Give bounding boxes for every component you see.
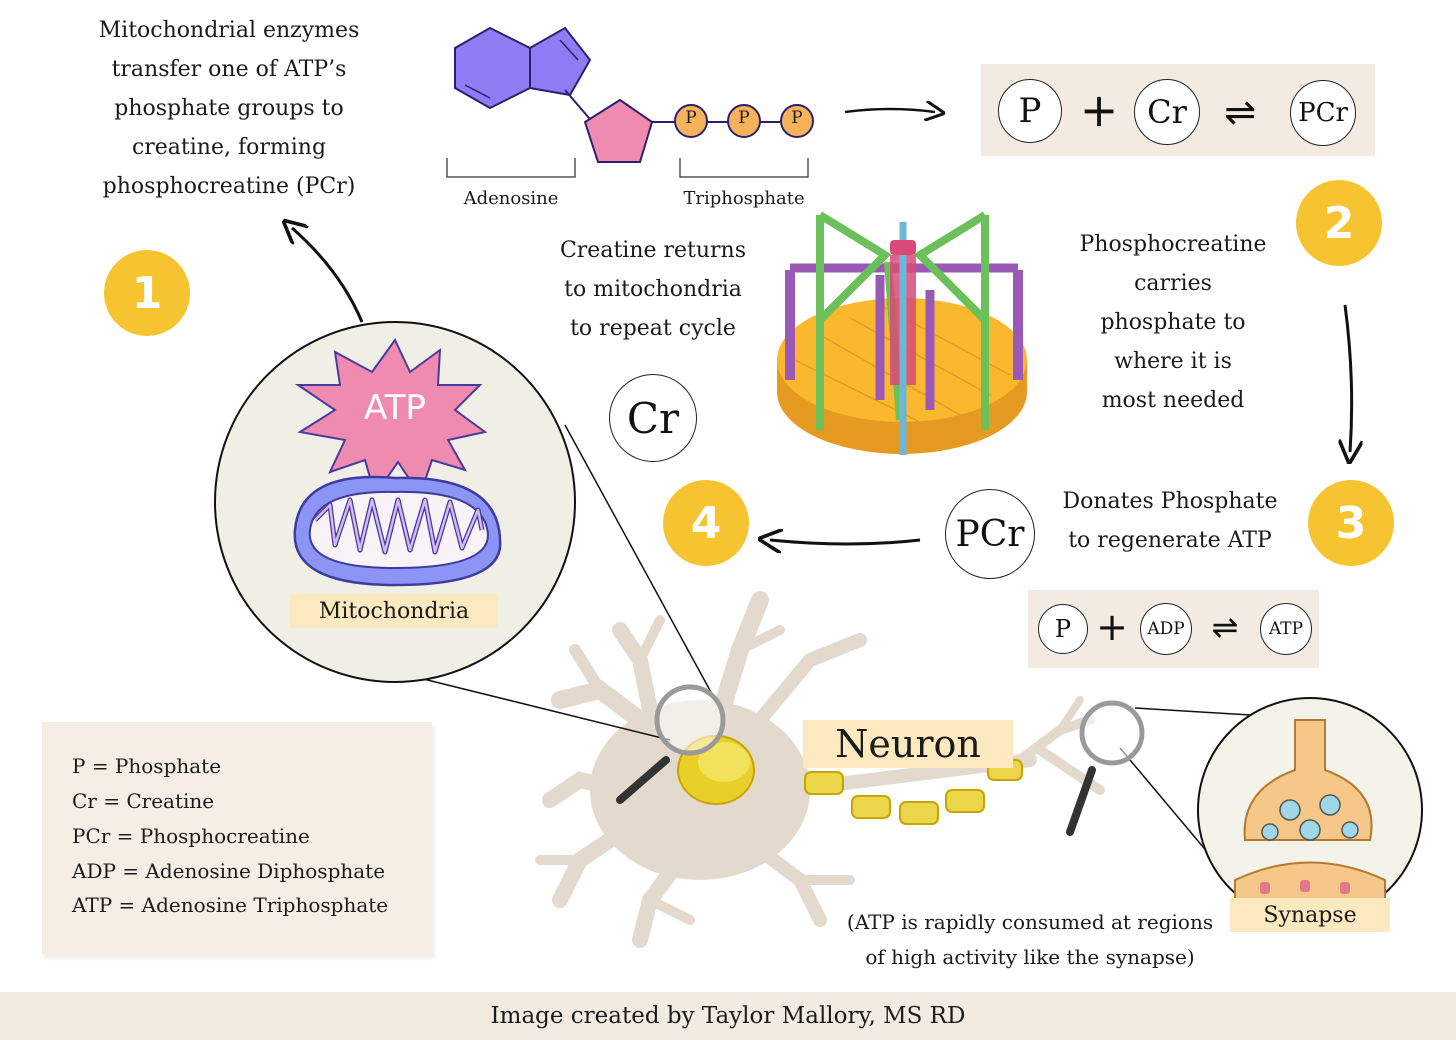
legend-item-adp: ADP = Adenosine Diphosphate [72, 859, 386, 883]
arrow-to-step1 [292, 228, 364, 323]
phosphate-label-1: P [685, 108, 697, 128]
purine-pentagon [529, 26, 592, 97]
step3-line-2: to regenerate ATP [1068, 528, 1272, 553]
cycle-line-3: to repeat cycle [570, 316, 736, 341]
cycle-line-1: Creatine returns [559, 238, 747, 263]
arrow-pcr-to-step4 [770, 540, 921, 544]
legend-item-pcr: PCr = Phosphocreatine [72, 824, 310, 848]
note-line-1: (ATP is rapidly consumed at regions [846, 910, 1214, 934]
mitochondria-zoom-graphic [214, 321, 576, 683]
zoom-line-mito-2 [394, 671, 671, 741]
synapse-caption: Synapse [1230, 898, 1390, 932]
merry-go-round-graphic [777, 211, 1027, 455]
phosphate-label-3: P [791, 108, 803, 128]
step3-badge: 3 [1308, 480, 1394, 566]
step2-line-4: where it is [1114, 349, 1232, 374]
step2-line-1: Phosphocreatine [1079, 232, 1267, 257]
step1-line-1: Mitochondrial enzymes [98, 18, 360, 43]
ribose-pentagon [583, 98, 654, 163]
phosphate-circle-1 [674, 104, 708, 138]
eq-top-cr-circle: Cr [1134, 79, 1200, 145]
step2-badge: 2 [1296, 180, 1382, 266]
arrow-step2-to-step3 [1345, 304, 1352, 452]
phosphate-label-2: P [738, 108, 750, 128]
eq-bottom-atp-circle: ATP [1260, 603, 1312, 655]
step2-description: Phosphocreatine carries phosphate to whe… [1060, 225, 1286, 420]
step2-line-3: phosphate to [1100, 310, 1246, 335]
step3-line-1: Donates Phosphate [1062, 489, 1278, 514]
step1-line-2: transfer one of ATP’s [111, 57, 347, 82]
magnifier-right-graphic [1066, 700, 1145, 836]
step1-line-3: phosphate groups to [114, 96, 344, 121]
legend-item-cr: Cr = Creatine [72, 789, 215, 813]
step4-badge: 4 [663, 480, 749, 566]
step1-badge: 1 [104, 250, 190, 336]
step2-line-2: carries [1134, 271, 1212, 296]
phosphate-circle-2 [727, 104, 761, 138]
cr-circle: Cr [609, 374, 697, 462]
eq-bottom-plus: + [1096, 605, 1128, 649]
eq-bottom-p-circle: P [1038, 604, 1088, 654]
neuron-label: Neuron [803, 720, 1013, 768]
zoom-line-mito-1 [564, 424, 719, 706]
footer-credit: Image created by Taylor Mallory, MS RD [0, 992, 1456, 1040]
atp-consumption-note: (ATP is rapidly consumed at regions of h… [830, 905, 1230, 975]
cycle-line-2: to mitochondria [564, 277, 742, 302]
arrow-to-equation [844, 109, 935, 112]
atp-starburst [294, 338, 488, 498]
step2-line-5: most needed [1101, 388, 1245, 413]
legend-item-p: P = Phosphate [72, 754, 222, 778]
pcr-circle: PCr [945, 489, 1035, 579]
legend-box: P = Phosphate Cr = Creatine PCr = Phosph… [42, 722, 432, 954]
eq-top-plus: + [1079, 83, 1119, 137]
note-line-2: of high activity like the synapse) [865, 945, 1195, 969]
step3-description: Donates Phosphate to regenerate ATP [1050, 482, 1290, 560]
magnifier-left-graphic [616, 684, 726, 804]
atp-starburst-label: ATP [364, 388, 426, 428]
purine-hexagon [454, 26, 531, 110]
eq-bottom-adp-circle: ADP [1140, 603, 1192, 655]
step1-line-5: phosphocreatine (PCr) [102, 174, 356, 199]
triphosphate-bracket [679, 158, 809, 178]
adenosine-label: Adenosine [463, 188, 559, 209]
cycle-description: Creatine returns to mitochondria to repe… [540, 231, 766, 348]
step1-line-4: creatine, forming [131, 135, 327, 160]
legend-item-atp: ATP = Adenosine Triphosphate [72, 893, 389, 917]
step1-description: Mitochondrial enzymes transfer one of AT… [60, 11, 398, 206]
eq-top-p-circle: P [998, 79, 1062, 143]
atp-molecule-graphic [446, 26, 814, 178]
neuron-graphic [535, 591, 1105, 948]
equilibrium-arrows-bottom-icon: ⇌ [1211, 608, 1239, 646]
eq-top-pcr-circle: PCr [1290, 80, 1356, 146]
equilibrium-arrows-top-icon: ⇌ [1224, 90, 1256, 134]
synapse-zoom-graphic [1197, 697, 1423, 923]
adenosine-bracket [446, 158, 576, 178]
phosphate-circle-3 [780, 104, 814, 138]
triphosphate-label: Triphosphate [683, 188, 805, 209]
mitochondria-caption: Mitochondria [290, 594, 498, 628]
